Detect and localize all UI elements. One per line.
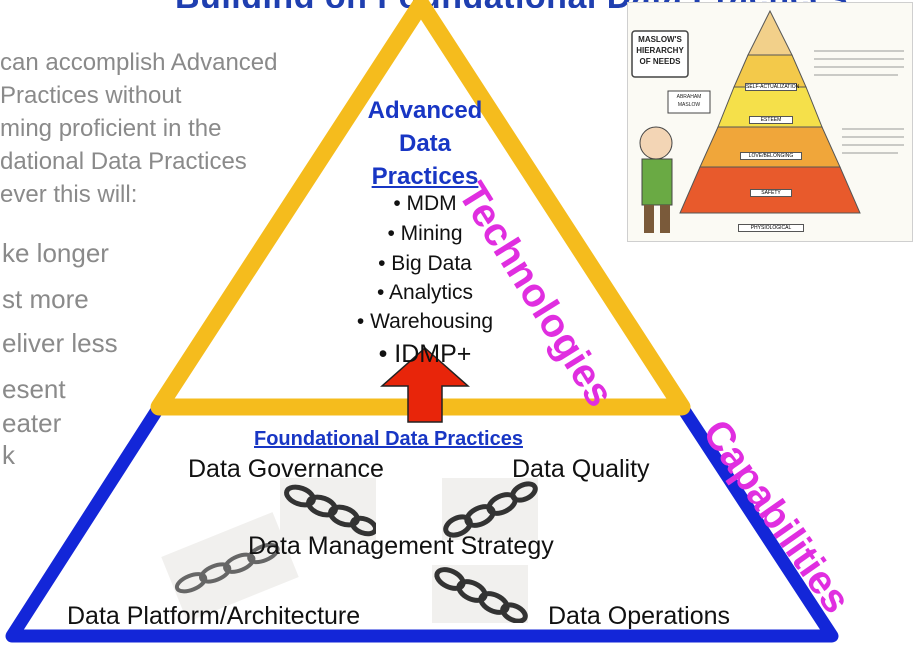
bullet-risk: k (2, 440, 15, 470)
maslow-level-self-actualization: SELF-ACTUALIZATION (745, 83, 800, 91)
chain-image (442, 478, 538, 540)
foundational-practices-title: Foundational Data Practices (254, 428, 523, 450)
maslow-title-line: MASLOW'S (638, 35, 682, 44)
person-label-line: ABRAHAM (676, 94, 702, 100)
maslow-level-safety: SAFETY (750, 189, 792, 197)
chain-image (432, 565, 528, 624)
data-governance-label: Data Governance (188, 455, 384, 483)
maslow-level-esteem: ESTEEM (749, 116, 793, 124)
intro-line: ever this will: (0, 181, 138, 208)
slide-title: Building on Foundational Data Practices (0, 0, 914, 8)
data-quality-label: Data Quality (512, 455, 650, 483)
left-intro: can accomplish Advanced Practices withou… (0, 46, 278, 211)
advanced-title-line: Advanced (367, 97, 483, 124)
bullet-present: esent (2, 374, 66, 404)
advanced-title-line: Data (398, 130, 452, 157)
bullet-greater: eater (2, 408, 62, 438)
maslow-title-line: OF NEEDS (639, 57, 681, 66)
maslow-person-label: ABRAHAM MASLOW (669, 93, 709, 109)
advanced-item-idmp: • IDMP+ (378, 340, 472, 368)
up-arrow (380, 346, 470, 423)
maslow-level-love-belonging: LOVE/BELONGING (740, 152, 802, 160)
maslow-title-line: HIERARCHY (636, 46, 684, 55)
chain-image (161, 512, 299, 622)
chain-image (280, 478, 379, 540)
advanced-title-line: Practices (371, 163, 479, 190)
intro-line: can accomplish Advanced (0, 49, 278, 76)
maslow-title: MASLOW'S HIERARCHY OF NEEDS (634, 34, 686, 67)
intro-line: Practices without (0, 82, 182, 109)
person-label-line: MASLOW (677, 102, 701, 108)
intro-line: ming proficient in the (0, 115, 222, 142)
intro-line: dational Data Practices (0, 148, 247, 175)
advanced-item-big-data: • Big Data (378, 252, 472, 275)
bullet-cost: st more (2, 284, 89, 314)
data-platform-architecture-label: Data Platform/Architecture (67, 602, 361, 630)
advanced-item-warehousing: • Warehousing (356, 310, 494, 333)
data-management-strategy-label: Data Management Strategy (248, 532, 554, 560)
advanced-item-mdm: • MDM (393, 192, 457, 215)
maslow-level-physiological: PHYSIOLOGICAL (738, 224, 804, 232)
bullet-longer: ke longer (2, 238, 109, 268)
maslow-hierarchy-image: MASLOW'S HIERARCHY OF NEEDS ABRAHAM MASL… (627, 2, 913, 242)
advanced-practices-title: Advanced Data Practices (345, 94, 505, 193)
data-operations-label: Data Operations (548, 602, 731, 630)
bullet-deliver: eliver less (2, 328, 118, 358)
advanced-item-mining: • Mining (387, 222, 463, 245)
advanced-item-analytics: • Analytics (376, 281, 474, 304)
